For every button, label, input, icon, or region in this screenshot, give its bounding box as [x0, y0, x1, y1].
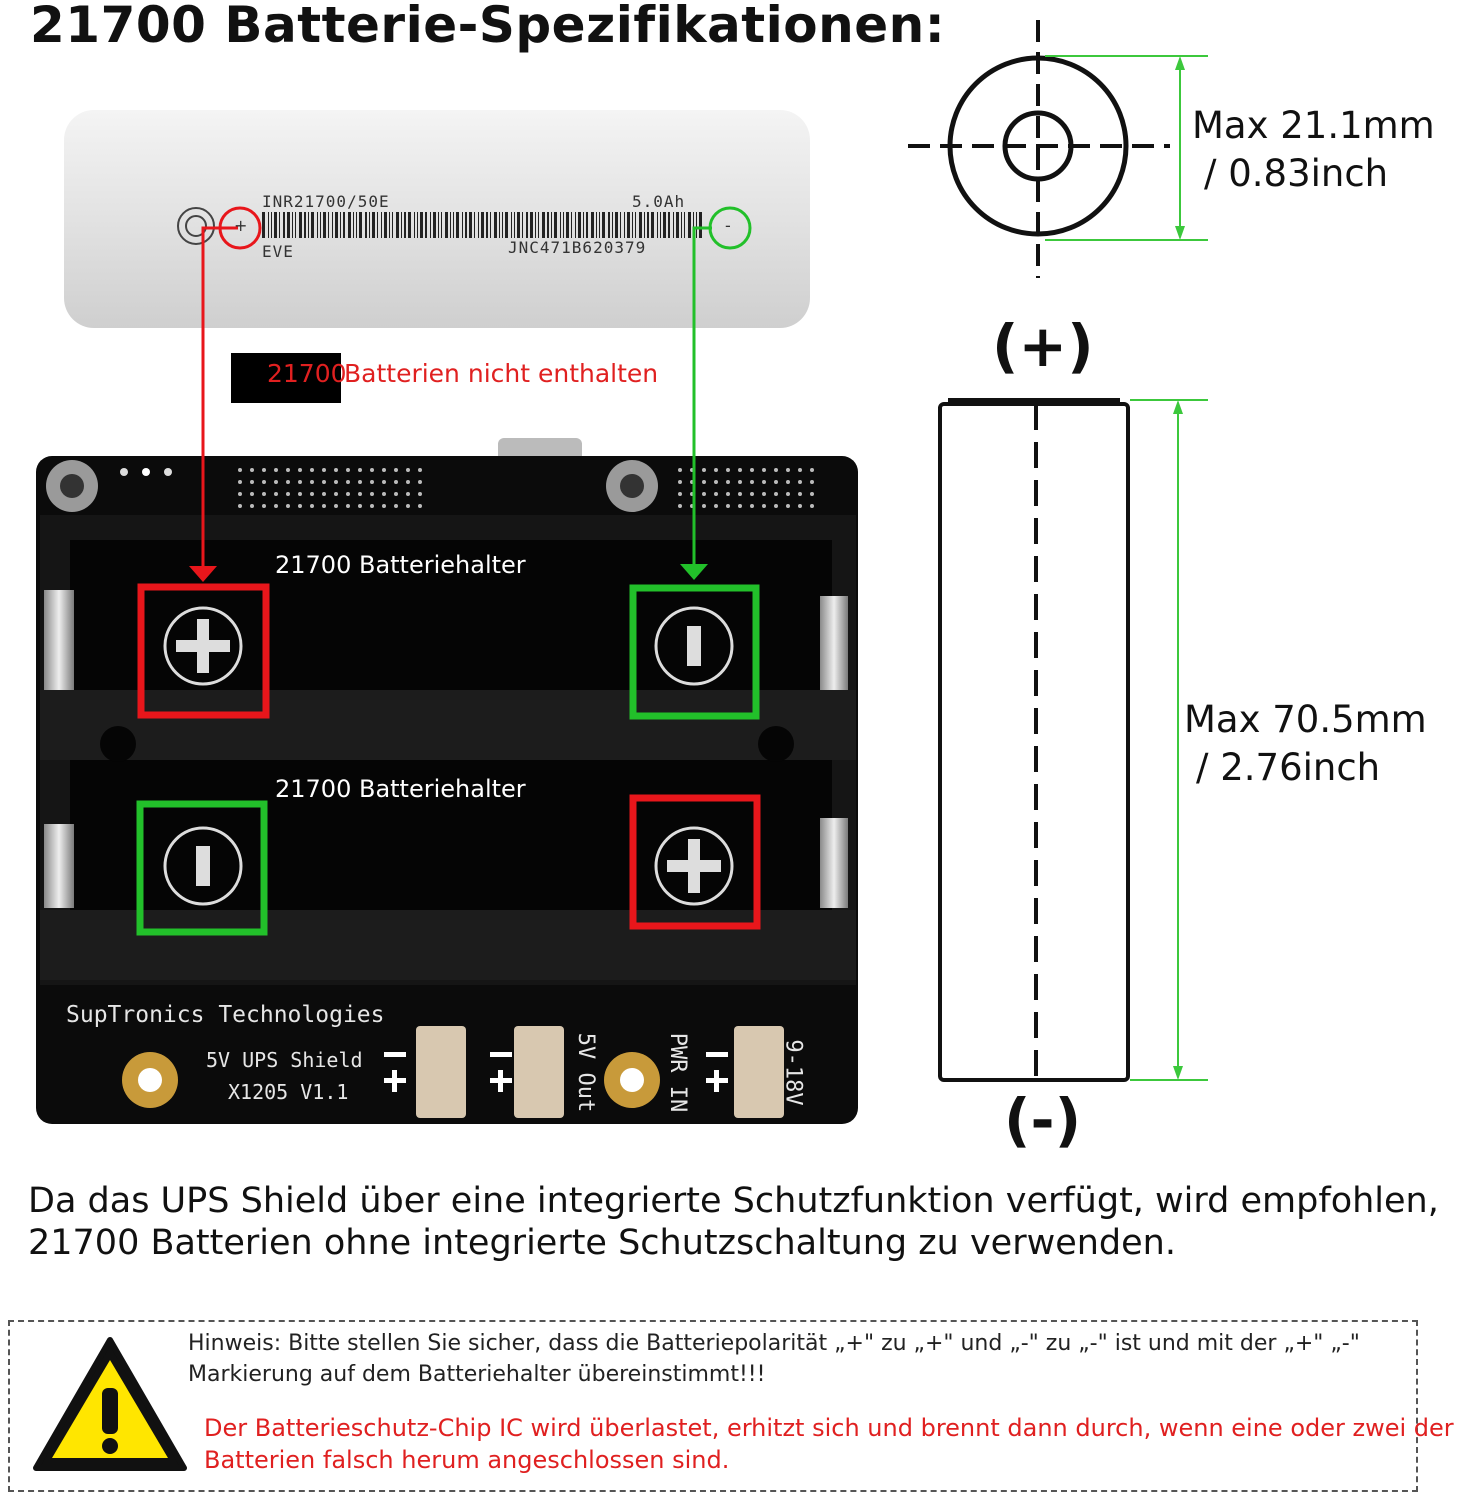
barcode [262, 212, 702, 238]
board-model: X1205 V1.1 [228, 1080, 349, 1104]
page-title: 21700 Batterie-Spezifikationen: [30, 0, 946, 54]
cell-brand: EVE [262, 242, 294, 261]
negative-end-label: (-) [1004, 1086, 1082, 1154]
cell-minus-mark: - [725, 216, 731, 235]
not-included-text: Batterien nicht enthalten [344, 359, 659, 388]
length-label: Max 70.5mm [1184, 698, 1427, 741]
cell-plus-mark: + [234, 216, 248, 235]
polarity-hint: Hinweis: Bitte stellen Sie sicher, dass … [188, 1331, 1360, 1387]
badge-number: 21700 [267, 359, 347, 388]
ups-board [36, 438, 858, 1124]
length-label-inch: / 2.76inch [1196, 746, 1381, 789]
not-included-badge: 21700 [231, 353, 347, 403]
plus-terminal-icon [163, 606, 243, 686]
positive-end-label: (+) [992, 312, 1094, 380]
length-view [938, 398, 1208, 1082]
pwr-in-label: PWR IN [665, 1032, 691, 1113]
protection-note: Da das UPS Shield über eine integrierte … [28, 1181, 1439, 1263]
cell-serial: JNC471B620379 [508, 238, 647, 257]
plus-terminal-icon [654, 826, 734, 906]
warning-box [8, 1320, 1418, 1492]
cell-capacity: 5.0Ah [632, 192, 686, 211]
diameter-view [908, 20, 1208, 278]
minus-terminal-icon [654, 606, 734, 686]
diameter-label-inch: / 0.83inch [1204, 152, 1389, 195]
holder-label-bottom: 21700 Batteriehalter [275, 775, 526, 803]
warning-triangle-icon [33, 1337, 187, 1471]
board-illustration [36, 110, 858, 1124]
minus-terminal-icon [163, 826, 243, 906]
danger-warning: Der Batterieschutz-Chip IC wird überlast… [204, 1414, 1454, 1474]
board-maker: SupTronics Technologies [66, 1002, 385, 1028]
holder-label-top: 21700 Batteriehalter [275, 551, 526, 579]
battery-cell [64, 110, 810, 328]
plus-arrow [189, 226, 238, 582]
out-label: 5V Out [573, 1032, 599, 1113]
cell-model: INR21700/50E [262, 192, 390, 211]
dimension-drawing [908, 20, 1208, 1082]
voltage-label: 9-18V [780, 1039, 806, 1106]
vias [238, 468, 814, 508]
board-product: 5V UPS Shield [206, 1048, 363, 1072]
minus-arrow [680, 226, 712, 580]
diameter-label: Max 21.1mm [1192, 104, 1435, 147]
